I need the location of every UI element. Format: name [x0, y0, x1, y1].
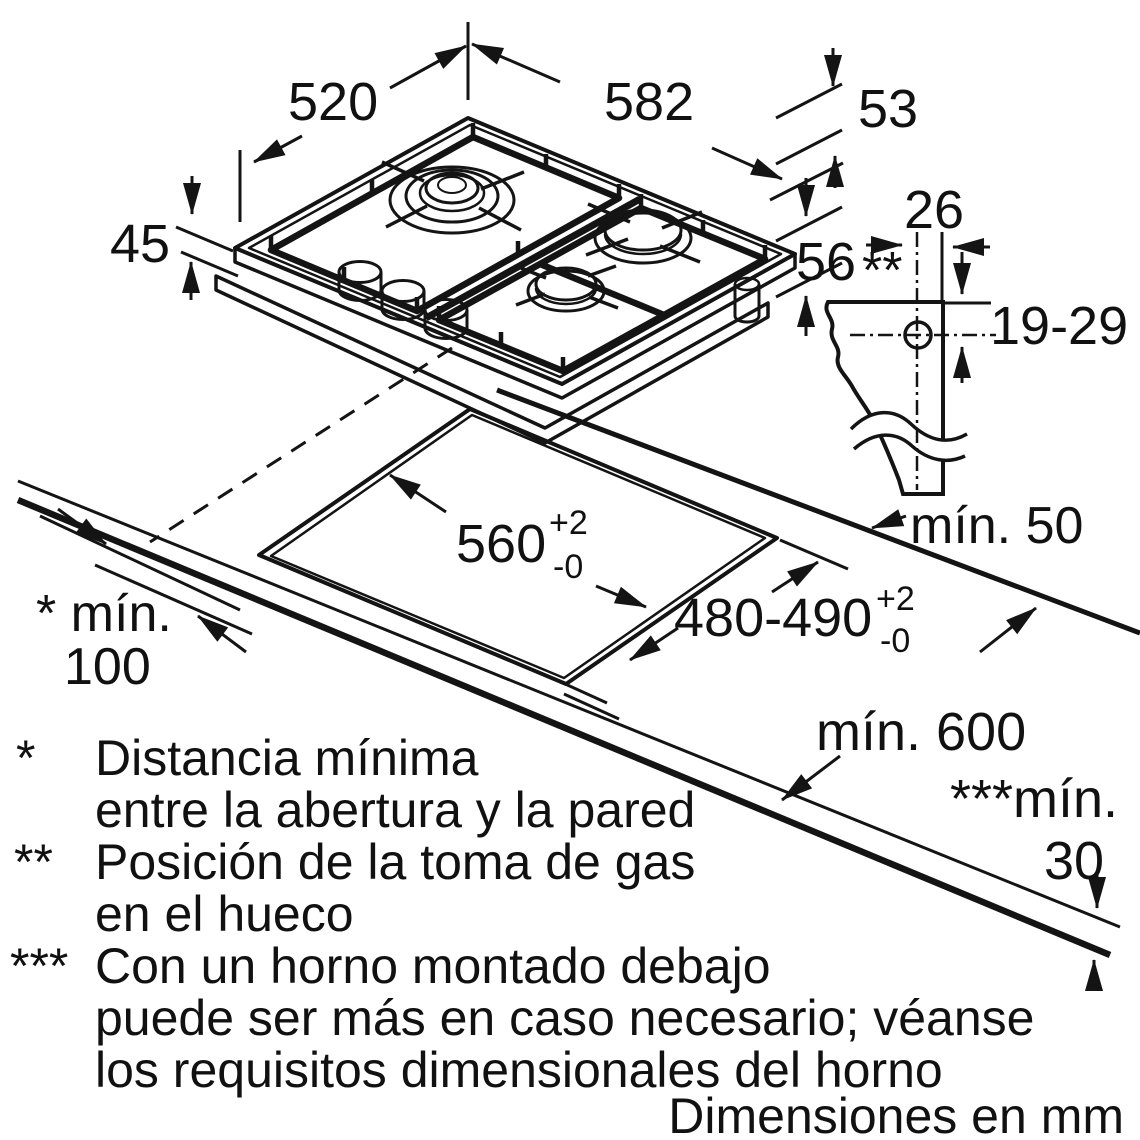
- footnote-3-marker: ***: [10, 938, 68, 994]
- wall-projection-dashed-line: [149, 346, 453, 544]
- dimension-depth-520: 520: [238, 22, 470, 222]
- gas-position-ref-marker: **: [862, 242, 902, 300]
- footnotes: * Distancia mínima entre la abertura y l…: [10, 730, 1124, 1140]
- min-thickness-label: ***mín.: [950, 769, 1118, 829]
- dimension-width-582: 582: [471, 42, 844, 202]
- burner-small: [526, 266, 606, 313]
- min-depth-label: mín. 600: [816, 702, 1026, 762]
- support-posts: [268, 123, 768, 373]
- cutout-inner-lip: [269, 413, 767, 680]
- cutout-depth-tol-dn: -0: [880, 622, 910, 660]
- height-label: 53: [858, 79, 918, 139]
- dimension-gas-position-56: 56 **: [775, 178, 902, 336]
- gas-range-label: 19-29: [990, 296, 1128, 356]
- break-line-lower: [852, 433, 966, 463]
- dimension-min-rear-50: mín. 50: [871, 497, 1083, 555]
- min-thickness-value: 30: [1044, 831, 1104, 891]
- units-note: Dimensiones en mm: [668, 1088, 1124, 1140]
- cutout-width-tol-dn: -0: [553, 548, 583, 586]
- section-divider-bar: [424, 195, 642, 322]
- dimension-min-thickness-30: ***mín. 30: [950, 769, 1118, 991]
- footnote-3-line1: Con un horno montado debajo: [95, 938, 771, 994]
- knob: [423, 298, 469, 340]
- gas-connection-detail: 26 19-29: [824, 180, 1128, 496]
- dimension-min-depth-600: mín. 600: [781, 606, 1037, 802]
- cutout-width-label: 560: [456, 514, 546, 574]
- width-label: 582: [604, 72, 694, 132]
- dimension-height-53: 53: [775, 48, 918, 188]
- footnote-1-line2: entre la abertura y la pared: [95, 782, 695, 838]
- hob-side-profile: [824, 300, 945, 496]
- burner-medium: [593, 208, 693, 265]
- hob-top-surface: [233, 116, 797, 386]
- dimension-min-wall-100: * mín. 100: [36, 507, 247, 696]
- footnote-2-marker: **: [14, 834, 53, 890]
- burner-fingers: [381, 160, 703, 310]
- knob: [337, 260, 383, 302]
- gas-offset-label: 26: [904, 180, 964, 240]
- gas-inlet-stub: [733, 284, 761, 324]
- dimension-below-worktop-45: 45: [110, 176, 239, 300]
- footnote-1-line1: Distancia mínima: [95, 730, 479, 786]
- cutout-depth-label: 480-490: [674, 588, 872, 648]
- cutout-depth-tol-up: +2: [876, 580, 915, 618]
- min-rear-label: mín. 50: [910, 497, 1083, 555]
- burner-large: [388, 165, 516, 235]
- cutout-width-tol-up: +2: [549, 504, 588, 542]
- rear-wall-line: [496, 387, 1140, 636]
- footnote-3-line2: puede ser más en caso necesario; véanse: [95, 990, 1034, 1046]
- footnote-2-line1: Posición de la toma de gas: [95, 834, 695, 890]
- dimension-cutout-depth-480-490: 480-490 +2 -0: [551, 538, 915, 721]
- below-worktop-label: 45: [110, 214, 170, 274]
- dimension-cutout-width-560: 560 +2 -0: [389, 473, 647, 609]
- hob-isometric-view: [214, 116, 797, 445]
- min-wall-value: 100: [64, 638, 151, 696]
- depth-label: 520: [288, 72, 378, 132]
- control-knobs: [337, 260, 469, 340]
- gas-position-label: 56: [796, 232, 856, 292]
- footnote-1-marker: *: [16, 730, 35, 786]
- footnote-3-line3: los requisitos dimensionales del horno: [95, 1042, 943, 1098]
- knob: [380, 279, 426, 321]
- worktop-front-edge: [16, 479, 1121, 958]
- min-wall-label: * mín.: [36, 585, 172, 643]
- footnote-2-line2: en el hueco: [95, 886, 354, 942]
- break-line-upper: [849, 410, 968, 442]
- hob-chassis: [214, 274, 770, 445]
- hob-inner-rim: [247, 123, 783, 379]
- gas-inlet-point: [903, 320, 933, 350]
